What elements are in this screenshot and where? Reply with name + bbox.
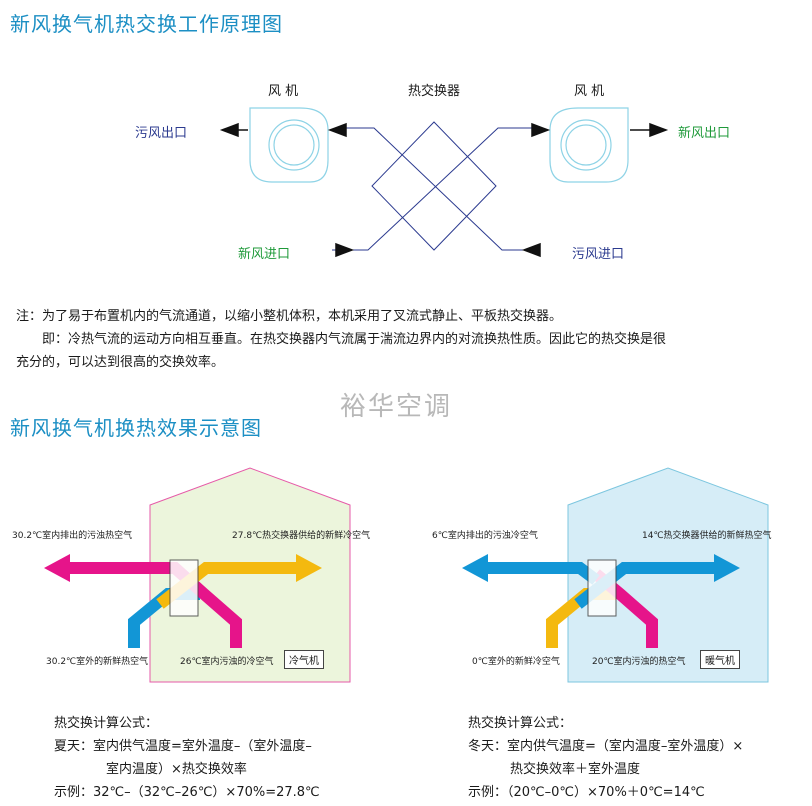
winter-supply-label: 14℃热交换器供给的新鲜热空气 (642, 531, 772, 541)
left-fan-icon (249, 107, 329, 183)
summer-supply-label: 27.8℃热交换器供给的新鲜冷空气 (232, 531, 371, 541)
watermark-text: 裕华空调 (340, 392, 453, 422)
winter-formula-line-2: 热交换效率＋室外温度 (510, 762, 641, 777)
summer-house-shape (149, 467, 351, 683)
winter-house-shape (567, 467, 769, 683)
summer-formula-title: 热交换计算公式： (54, 716, 159, 731)
winter-exhaust-label: 6℃室内排出的污浊冷空气 (432, 531, 538, 541)
winter-mode-badge: 暖气机 (700, 650, 740, 669)
heat-exchanger-shape (371, 121, 497, 251)
winter-formula-title: 热交换计算公式： (468, 716, 573, 731)
winter-formula-line-1: 冬天：室内供气温度=（室内温度–室外温度）× (468, 739, 744, 754)
winter-outdoor-label: 0℃室外的新鲜冷空气 (472, 657, 560, 667)
exhaust-inlet-label: 污风进口 (572, 247, 625, 262)
fresh-inlet-label: 新风进口 (238, 247, 291, 262)
note-line-2: 即：冷热气流的运动方向相互垂直。在热交换器内气流属于湍流边界内的对流换热性质。因… (42, 332, 667, 347)
right-fan-label: 风 机 (574, 84, 605, 99)
summer-exchanger-box (169, 559, 199, 617)
fresh-outlet-label: 新风出口 (678, 126, 731, 141)
winter-formula-line-3: 示例：（20℃–0℃）×70%＋0℃=14℃ (468, 785, 705, 800)
principle-diagram (219, 107, 669, 258)
summer-formula-line-1: 夏天：室内供气温度=室外温度–（室外温度– (54, 739, 312, 754)
summer-exhaust-label: 30.2℃室内排出的污浊热空气 (12, 531, 133, 541)
summer-formula-line-3: 示例：32℃–（32℃–26℃）×70%=27.8℃ (54, 785, 320, 800)
left-fan-label: 风 机 (268, 84, 299, 99)
summer-formula-line-2: 室内温度）×热交换效率 (106, 762, 247, 777)
summer-magenta-arrow (44, 554, 242, 648)
note-line-1: 注：为了易于布置机内的气流通道，以缩小整机体积，本机采用了叉流式静止、平板热交换… (16, 309, 563, 324)
winter-indoor-label: 20℃室内污浊的热空气 (592, 657, 686, 667)
note-line-3: 充分的，可以达到很高的交换效率。 (16, 355, 225, 370)
summer-outdoor-label: 30.2℃室外的新鲜热空气 (46, 657, 149, 667)
principle-title: 新风换气机热交换工作原理图 (10, 12, 283, 36)
winter-exchanger-box (587, 559, 617, 617)
exchanger-label: 热交换器 (408, 84, 461, 99)
summer-mode-badge: 冷气机 (284, 650, 324, 669)
right-fan-icon (549, 107, 629, 183)
flow-arrows (219, 122, 669, 258)
summer-indoor-label: 26℃室内污浊的冷空气 (180, 657, 274, 667)
exhaust-outlet-label: 污风出口 (135, 126, 188, 141)
effect-title: 新风换气机换热效果示意图 (10, 416, 262, 440)
